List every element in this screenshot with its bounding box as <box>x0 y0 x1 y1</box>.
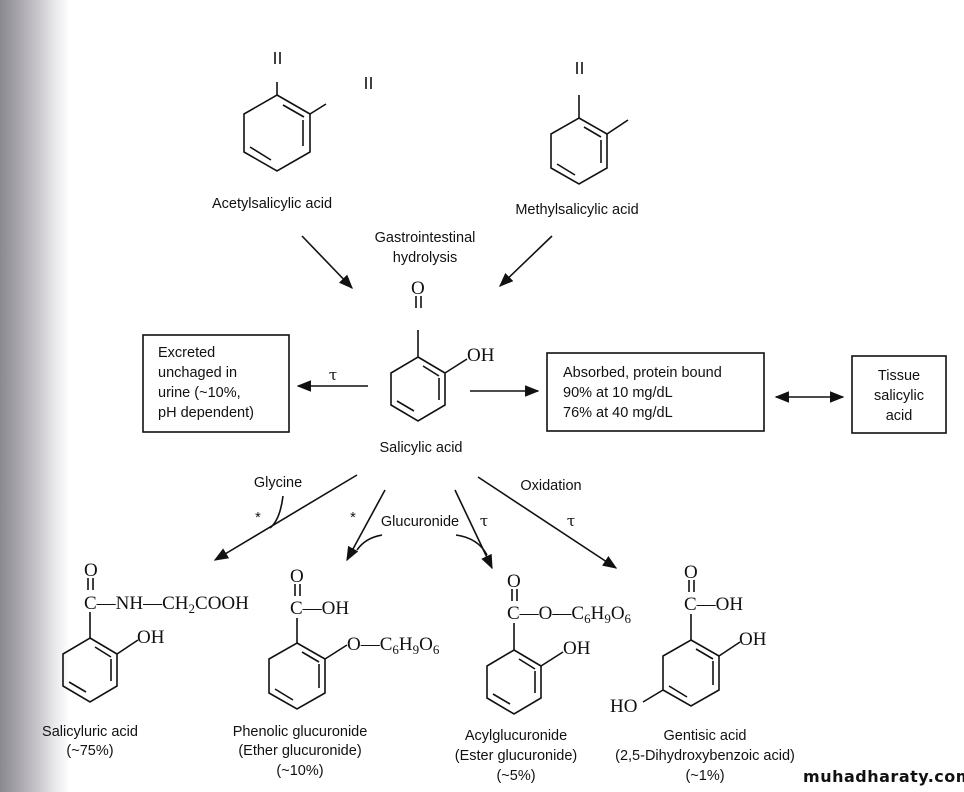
svg-text:urine (~10%,: urine (~10%, <box>158 385 241 401</box>
hydrolysis-arrow-left <box>301 235 353 290</box>
salicylic-acid-structure: O OH Salicylic acid <box>380 278 495 456</box>
svg-text:OH: OH <box>563 638 591 659</box>
excreted-box: Excreted unchaged in urine (~10%, pH dep… <box>142 334 290 433</box>
glycine-arrow <box>213 474 358 561</box>
methylsalicylic-acid-structure: Methylsalicylic acid <box>515 62 639 218</box>
acylglucuronide-label: Acylglucuronide <box>465 728 567 744</box>
acetylsalicylic-acid-structure: Acetylsalicylic acid <box>212 52 372 212</box>
watermark: muhadharaty.com <box>803 767 964 786</box>
salicyluric-acid-percent: (~75%) <box>66 743 113 759</box>
svg-text:*: * <box>255 510 261 526</box>
oxidation-label: Oxidation <box>520 478 581 494</box>
svg-text:OH: OH <box>739 629 767 650</box>
svg-text:HO: HO <box>610 696 637 717</box>
svg-text:hydrolysis: hydrolysis <box>393 250 457 266</box>
absorbed-box: Absorbed, protein bound 90% at 10 mg/dL … <box>546 352 765 432</box>
tau-label: τ <box>329 366 337 384</box>
scan-shadow <box>0 0 70 792</box>
benzene-ring <box>268 642 326 710</box>
svg-text:τ: τ <box>567 512 575 530</box>
tissue-box: Tissue salicylic acid <box>851 355 947 434</box>
glycine-label: Glycine <box>254 475 302 491</box>
oxidation-arrow <box>477 476 618 569</box>
svg-text:acid: acid <box>886 408 913 424</box>
acetylsalicylic-acid-label: Acetylsalicylic acid <box>212 196 332 212</box>
svg-text:O: O <box>84 560 98 581</box>
salicyluric-acid-structure: O C—NH—CH2COOH OH Salicyluric acid (~75%… <box>42 560 249 759</box>
benzene-ring <box>62 637 118 703</box>
benzene-ring <box>390 356 446 422</box>
svg-text:(2,5-Dihydroxybenzoic acid): (2,5-Dihydroxybenzoic acid) <box>615 748 795 764</box>
ether-glucuronide-group: O—C6H9O6 <box>347 634 440 657</box>
svg-text:Absorbed, protein bound: Absorbed, protein bound <box>563 365 722 381</box>
svg-text:*: * <box>350 510 356 526</box>
svg-text:Tissue: Tissue <box>878 368 920 384</box>
glucuronide-label: Glucuronide <box>381 514 459 530</box>
phenolic-glucuronide-arrow <box>346 489 386 562</box>
acyl-glucuronide-arrow <box>454 489 493 570</box>
salicylic-acid-label: Salicylic acid <box>380 440 463 456</box>
step-label: Gastrointestinal <box>375 230 476 246</box>
gentisic-acid-percent: (~1%) <box>685 768 724 784</box>
acylglucuronide-structure: O C—O—C6H9O6 OH Acylglucuronide (Ester g… <box>455 571 632 784</box>
gentisic-acid-label: Gentisic acid <box>663 728 746 744</box>
svg-text:Excreted: Excreted <box>158 345 215 361</box>
svg-text:76% at 40 mg/dL: 76% at 40 mg/dL <box>563 405 673 421</box>
svg-text:O: O <box>684 562 698 583</box>
svg-text:C—OH: C—OH <box>684 594 743 615</box>
glycine-curve <box>269 495 284 529</box>
benzene-ring <box>550 117 608 185</box>
svg-text:90% at 10 mg/dL: 90% at 10 mg/dL <box>563 385 673 401</box>
phenolic-glucuronide-percent: (~10%) <box>276 763 323 779</box>
svg-text:τ: τ <box>480 512 488 530</box>
hydroxyl-group: OH <box>467 345 495 366</box>
benzene-ring <box>662 639 720 707</box>
phenolic-glucuronide-label: Phenolic glucuronide <box>233 724 368 740</box>
acylglucuronide-percent: (~5%) <box>496 768 535 784</box>
ester-glucuronide-group: C—O—C6H9O6 <box>507 603 632 626</box>
gentisic-acid-structure: O C—OH OH HO Gentisic acid (2,5-Dihydrox… <box>610 562 795 784</box>
benzene-ring <box>486 649 542 715</box>
benzene-ring <box>243 94 311 172</box>
svg-text:(Ether glucuronide): (Ether glucuronide) <box>238 743 361 759</box>
phenolic-glucuronide-structure: O C—OH O—C6H9O6 Phenolic glucuronide (Et… <box>233 566 440 779</box>
svg-text:OH: OH <box>137 627 165 648</box>
hydrolysis-arrow-right <box>498 235 553 287</box>
methylsalicylic-acid-label: Methylsalicylic acid <box>515 202 638 218</box>
svg-text:salicylic: salicylic <box>874 388 924 404</box>
svg-text:O: O <box>290 566 304 587</box>
svg-text:O: O <box>411 278 425 299</box>
amide-chain: C—NH—CH2COOH <box>84 593 249 616</box>
svg-text:(Ester glucuronide): (Ester glucuronide) <box>455 748 578 764</box>
svg-text:unchaged in: unchaged in <box>158 365 237 381</box>
svg-text:O: O <box>507 571 521 592</box>
salicyluric-acid-label: Salicyluric acid <box>42 724 138 740</box>
svg-text:C—OH: C—OH <box>290 598 349 619</box>
svg-text:pH dependent): pH dependent) <box>158 405 254 421</box>
